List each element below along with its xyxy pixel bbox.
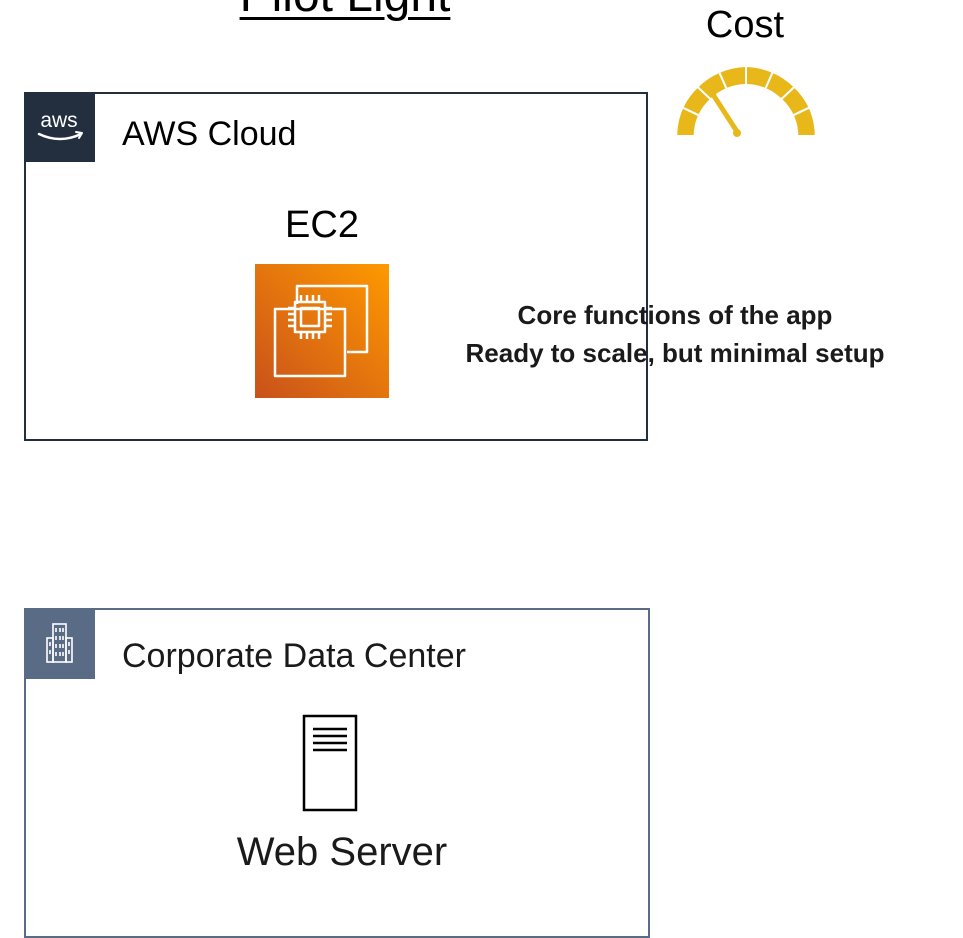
note-line-1: Core functions of the app <box>517 300 833 330</box>
server-icon <box>302 714 358 812</box>
pilot-light-note: Core functions of the app Ready to scale… <box>400 296 950 372</box>
note-line-2: Ready to scale, but minimal setup <box>465 338 885 368</box>
ec2-label: EC2 <box>285 204 359 246</box>
corporate-badge <box>24 608 95 679</box>
building-icon <box>46 623 73 663</box>
aws-cloud-title: AWS Cloud <box>122 115 297 153</box>
web-server-label: Web Server <box>236 830 448 874</box>
cost-label: Cost <box>705 4 785 46</box>
aws-cloud-group <box>24 92 648 441</box>
corporate-data-center-title: Corporate Data Center <box>122 637 466 675</box>
aws-logo-icon: aws <box>37 109 83 141</box>
aws-logo-badge: aws <box>24 92 95 162</box>
ec2-icon <box>255 264 389 398</box>
cost-gauge-icon <box>675 64 817 137</box>
svg-text:aws: aws <box>40 109 77 132</box>
diagram-title: Pilot Light <box>210 0 480 23</box>
